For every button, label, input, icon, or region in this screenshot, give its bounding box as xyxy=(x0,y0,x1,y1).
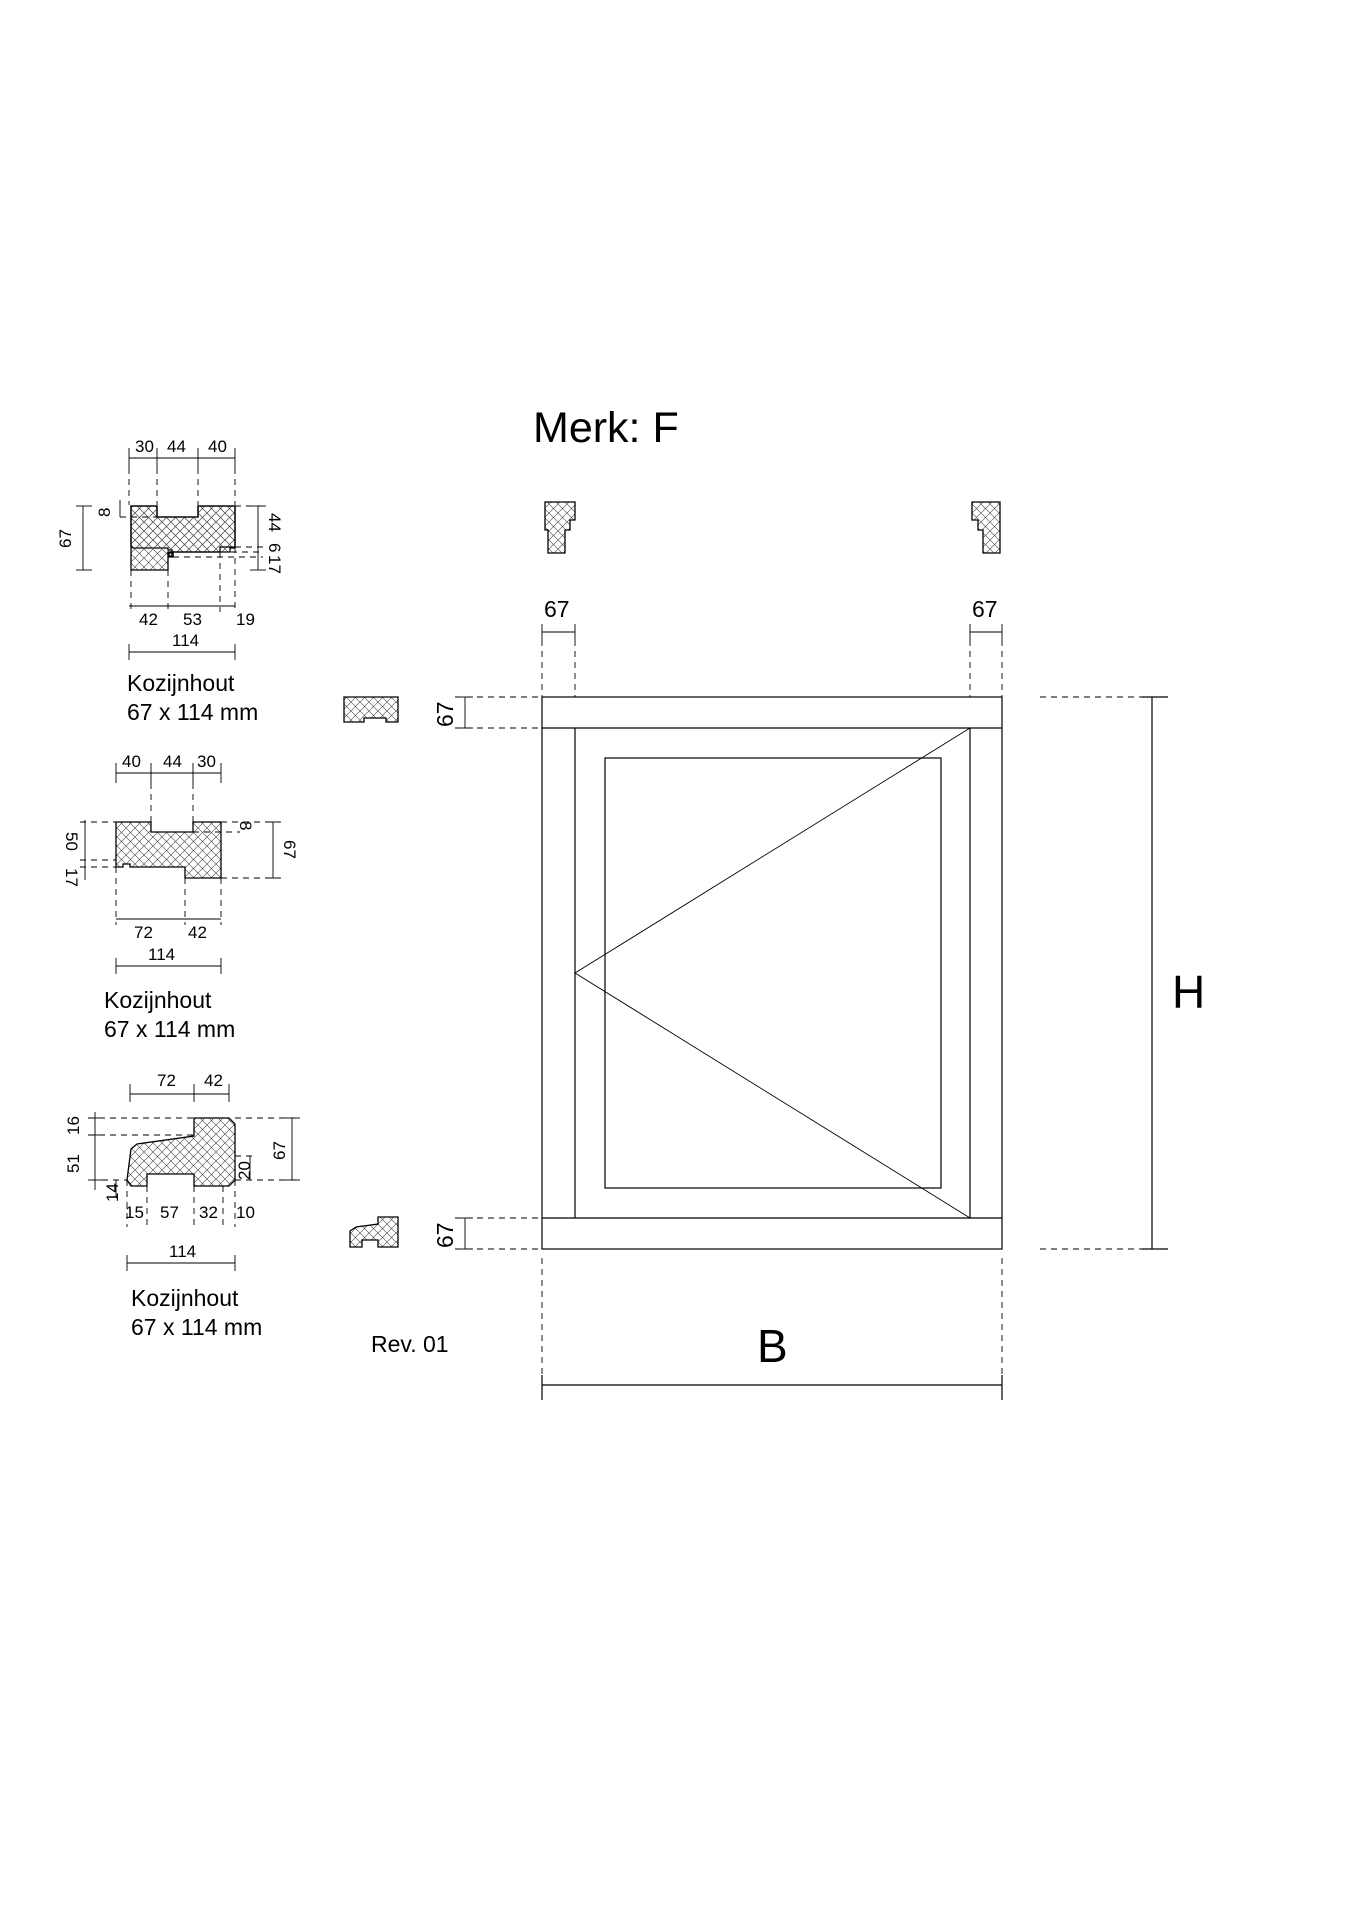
profile-2-section: 40 44 30 50 17 8 67 72 42 114 Kozijnhout xyxy=(62,752,299,1042)
profile-1-dim-left-small: 8 xyxy=(95,508,114,517)
profile-1-dim-right-6: 6 xyxy=(265,543,284,552)
profile-3-dim-bottom-3: 32 xyxy=(199,1203,218,1222)
profile-2-dim-bottom-2: 42 xyxy=(188,923,207,942)
revision-label: Rev. 01 xyxy=(371,1331,449,1357)
profile-3-dim-left-14: 14 xyxy=(103,1183,122,1202)
profile-2-size: 67 x 114 mm xyxy=(104,1016,235,1042)
profile-3-size: 67 x 114 mm xyxy=(131,1314,262,1340)
sash-glass xyxy=(604,757,942,1189)
right-jamb-dimension: 67 xyxy=(972,596,998,622)
profile-3-dim-top-2: 42 xyxy=(204,1071,223,1090)
profile-2-dim-bottom-1: 72 xyxy=(134,923,153,942)
profile-3-dim-left-16: 16 xyxy=(64,1116,83,1135)
profile-1-dim-bottom-1: 42 xyxy=(139,610,158,629)
profile-3-dim-right-67: 67 xyxy=(270,1141,289,1160)
profile-1-dim-right-17: 17 xyxy=(265,555,284,574)
profile-2-dim-top-1: 40 xyxy=(122,752,141,771)
profile-1-section: 30 44 40 67 8 44 17 6 4 xyxy=(56,437,284,725)
profile-1-dim-top-2: 44 xyxy=(167,437,186,456)
bottom-rail-profile-icon xyxy=(349,1216,399,1248)
profile-2-name: Kozijnhout xyxy=(104,987,212,1013)
right-jamb-profile-icon xyxy=(971,501,1001,554)
profile-2-dim-left-17: 17 xyxy=(62,868,81,887)
frame-elevation: 67 67 67 67 xyxy=(343,501,1205,1400)
profile-2-cross-section xyxy=(115,821,222,879)
profile-1-name: Kozijnhout xyxy=(127,670,235,696)
profile-1-dim-top-1: 30 xyxy=(135,437,154,456)
profile-1-dim-top-3: 40 xyxy=(208,437,227,456)
profile-2-dim-right-67: 67 xyxy=(280,840,299,859)
profile-3-dim-right-20: 20 xyxy=(235,1161,254,1180)
profile-1-dim-bottom-2: 53 xyxy=(183,610,202,629)
profile-3-dim-bottom-4: 10 xyxy=(236,1203,255,1222)
profile-3-cross-section xyxy=(126,1117,236,1187)
profile-3-dim-top-1: 72 xyxy=(157,1071,176,1090)
outer-frame xyxy=(541,696,1003,1250)
profile-3-dim-left-51: 51 xyxy=(64,1154,83,1173)
profile-1-dim-bottom-3: 19 xyxy=(236,610,255,629)
top-rail-profile-icon xyxy=(343,696,399,723)
profile-3-section: 72 42 16 51 14 67 20 15 57 32 10 xyxy=(64,1071,300,1340)
profile-1-overall-width: 114 xyxy=(172,631,199,650)
profile-1-dim-right-44: 44 xyxy=(265,513,284,532)
profile-3-overall-width: 114 xyxy=(169,1242,196,1261)
bottom-rail-dimension: 67 xyxy=(432,1222,458,1248)
opening-direction-symbol xyxy=(574,727,971,1219)
left-jamb-profile-icon xyxy=(544,501,576,554)
profile-1-dim-left: 67 xyxy=(56,529,75,548)
width-label: B xyxy=(757,1320,788,1372)
page-title: Merk: F xyxy=(533,404,679,452)
profile-3-dim-bottom-1: 15 xyxy=(125,1203,144,1222)
height-label: H xyxy=(1172,966,1205,1018)
profile-3-dim-bottom-2: 57 xyxy=(160,1203,179,1222)
top-rail-dimension: 67 xyxy=(432,701,458,727)
profile-2-overall-width: 114 xyxy=(148,945,175,964)
left-jamb-dimension: 67 xyxy=(544,596,570,622)
profile-2-dim-left-50: 50 xyxy=(62,832,81,851)
profile-2-dim-top-3: 30 xyxy=(197,752,216,771)
profile-1-size: 67 x 114 mm xyxy=(127,699,258,725)
profile-2-dim-right-8: 8 xyxy=(236,821,255,830)
profile-3-name: Kozijnhout xyxy=(131,1285,239,1311)
profile-2-dim-top-2: 44 xyxy=(163,752,182,771)
